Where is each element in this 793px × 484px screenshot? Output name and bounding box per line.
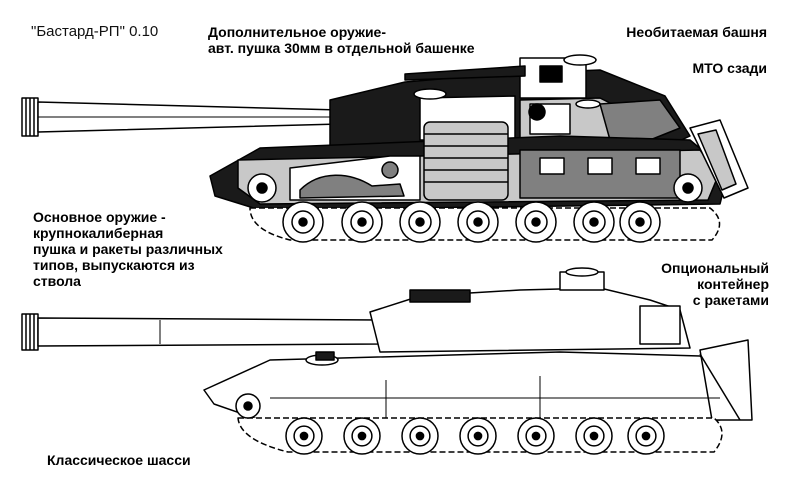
label-container-line-3: с ракетами (692, 292, 769, 308)
label-container-line-2: контейнер (697, 276, 769, 292)
bottom-turret (369, 267, 691, 353)
bottom-road-wheel-3 (401, 417, 439, 455)
bottom-tank (21, 267, 753, 455)
label-secondary-weapon-line-1: Дополнительное оружие- (208, 24, 386, 40)
bottom-road-wheel-2 (343, 417, 381, 455)
label-main-weapon-line-4: типов, выпускаются из (33, 257, 195, 273)
bottom-main-gun (21, 313, 381, 351)
top-main-gun (21, 97, 341, 137)
top-road-wheel-7 (619, 201, 661, 243)
bottom-road-wheel-4 (459, 417, 497, 455)
label-main-weapon: Основное оружие - крупнокалиберная пушка… (33, 209, 223, 289)
top-tank (21, 54, 749, 243)
bottom-road-wheel-1 (285, 417, 323, 455)
bottom-road-wheel-7 (627, 417, 665, 455)
label-engine: МТО сзади (692, 60, 767, 76)
bottom-road-wheel-5 (517, 417, 555, 455)
top-road-wheel-1 (282, 201, 324, 243)
label-secondary-weapon: Дополнительное оружие- авт. пушка 30мм в… (208, 24, 475, 56)
top-road-wheel-2 (341, 201, 383, 243)
label-container: Опциональный контейнер с ракетами (661, 260, 769, 308)
label-main-weapon-line-2: крупнокалиберная (33, 225, 164, 241)
bottom-road-wheels (285, 417, 665, 455)
bottom-hull (203, 339, 753, 421)
label-turret: Необитаемая башня (626, 24, 767, 40)
label-main-weapon-line-5: ствола (33, 273, 81, 289)
top-road-wheels (282, 201, 661, 243)
label-main-weapon-line-3: пушка и ракеты различных (33, 241, 223, 257)
top-road-wheel-5 (515, 201, 557, 243)
top-road-wheel-4 (457, 201, 499, 243)
label-secondary-weapon-line-2: авт. пушка 30мм в отдельной башенке (208, 40, 475, 56)
bottom-road-wheel-6 (575, 417, 613, 455)
top-turret (329, 54, 691, 151)
label-main-weapon-line-1: Основное оружие - (33, 209, 166, 225)
diagram-title: "Бастард-РП" 0.10 (31, 23, 159, 40)
label-chassis: Классическое шасси (47, 452, 191, 468)
top-road-wheel-6 (573, 201, 615, 243)
top-road-wheel-3 (399, 201, 441, 243)
top-hull (209, 119, 749, 211)
label-container-line-1: Опциональный (661, 260, 769, 276)
